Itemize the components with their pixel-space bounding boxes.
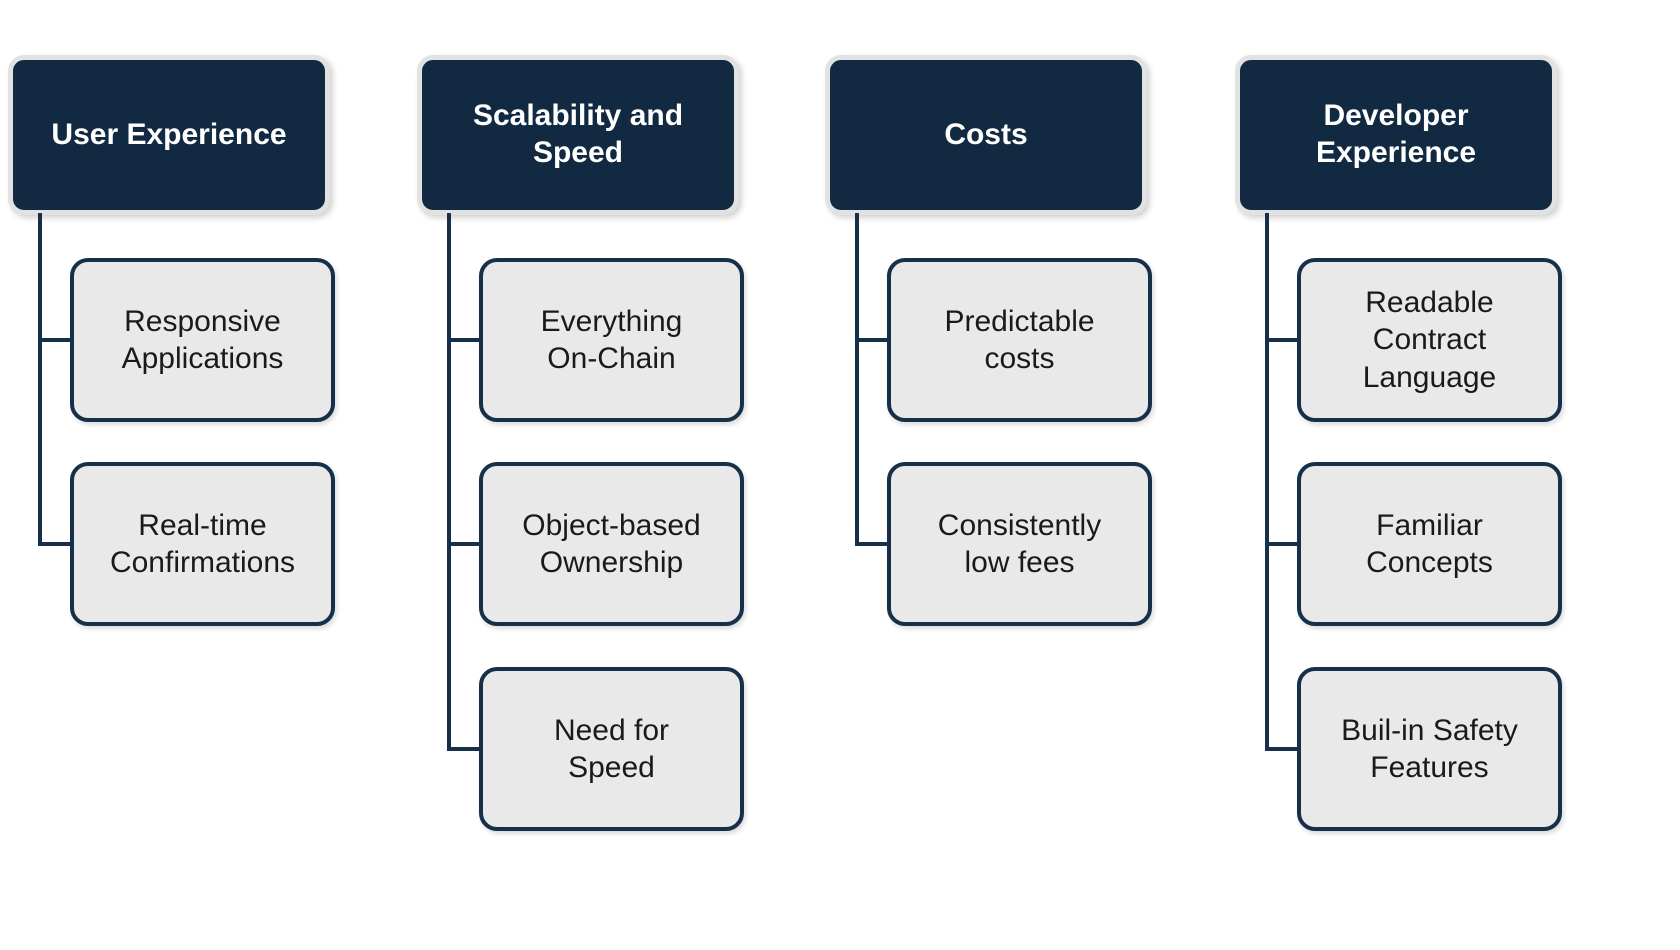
feature-box: Familiar Concepts xyxy=(1297,462,1562,626)
feature-box: Object-based Ownership xyxy=(479,462,744,626)
connector-branch-line xyxy=(1265,542,1299,546)
category-header: User Experience xyxy=(8,55,330,215)
connector-branch-line xyxy=(447,338,481,342)
feature-box: Predictable costs xyxy=(887,258,1152,422)
diagram-column: Scalability and Speed Everything On-Chai… xyxy=(417,0,757,950)
category-header: Scalability and Speed xyxy=(417,55,739,215)
connector-branch-line xyxy=(1265,338,1299,342)
feature-box: Need for Speed xyxy=(479,667,744,831)
feature-box: Readable Contract Language xyxy=(1297,258,1562,422)
connector-branch-line xyxy=(447,542,481,546)
diagram-column: Developer Experience Readable Contract L… xyxy=(1235,0,1575,950)
connector-branch-line xyxy=(38,338,72,342)
feature-box: Consistently low fees xyxy=(887,462,1152,626)
connector-branch-line xyxy=(855,338,889,342)
feature-box: Buil-in Safety Features xyxy=(1297,667,1562,831)
connector-branch-line xyxy=(447,747,481,751)
feature-box: Responsive Applications xyxy=(70,258,335,422)
feature-box: Real-time Confirmations xyxy=(70,462,335,626)
connector-trunk-line xyxy=(38,213,42,546)
connector-branch-line xyxy=(855,542,889,546)
connector-branch-line xyxy=(1265,747,1299,751)
connector-trunk-line xyxy=(1265,213,1269,751)
connector-trunk-line xyxy=(855,213,859,546)
category-header: Developer Experience xyxy=(1235,55,1557,215)
feature-box: Everything On-Chain xyxy=(479,258,744,422)
category-header: Costs xyxy=(825,55,1147,215)
connector-branch-line xyxy=(38,542,72,546)
connector-trunk-line xyxy=(447,213,451,751)
